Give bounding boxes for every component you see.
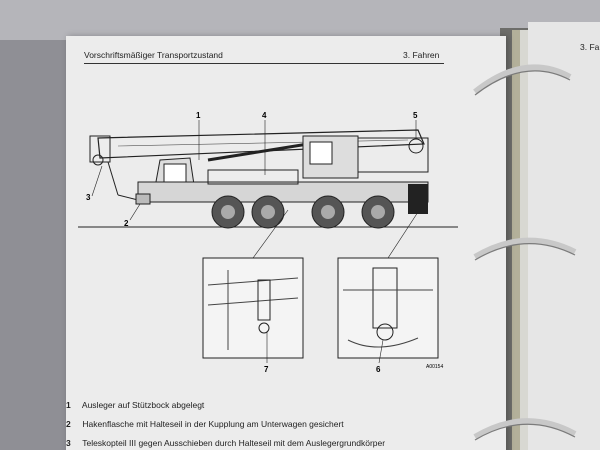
list-item-number: 1 xyxy=(66,400,71,410)
binder-rings xyxy=(473,64,577,441)
list-item-text: Ausleger auf Stützbock abgelegt xyxy=(81,400,205,410)
list-item-text: Hakenflasche mit Halteseil in der Kupplu… xyxy=(82,419,344,429)
callout-label-3: 3 xyxy=(86,193,91,202)
list-item-text: Teleskopteil III gegen Ausschieben durch… xyxy=(82,438,386,448)
callout-label-6: 6 xyxy=(376,365,381,374)
header-chapter: 3. Fahren xyxy=(403,50,440,60)
list-item: 1 Ausleger auf Stützbock abgelegt xyxy=(66,400,204,410)
header-next-page-chapter: 3. Fa xyxy=(580,42,600,52)
callout-label-5: 5 xyxy=(413,111,418,120)
callout-label-4: 4 xyxy=(262,111,267,120)
wheel-set xyxy=(211,195,395,229)
document-page xyxy=(66,36,506,450)
list-item: 3 Teleskopteil III gegen Ausschieben dur… xyxy=(66,438,385,448)
list-item: 2 Hakenflasche mit Halteseil in der Kupp… xyxy=(66,419,344,429)
next-page xyxy=(528,22,600,450)
list-item-number: 2 xyxy=(66,419,71,429)
callout-label-7: 7 xyxy=(264,365,269,374)
callout-label-2: 2 xyxy=(124,219,129,228)
crane-diagram: 1 2 3 4 5 7 6 A00154 xyxy=(78,111,458,374)
header-rule xyxy=(84,63,444,64)
drawing-code: A00154 xyxy=(426,364,443,370)
callout-label-1: 1 xyxy=(196,111,201,120)
list-item-number: 3 xyxy=(66,438,71,448)
header-section-title: Vorschriftsmäßiger Transportzustand xyxy=(84,50,223,60)
